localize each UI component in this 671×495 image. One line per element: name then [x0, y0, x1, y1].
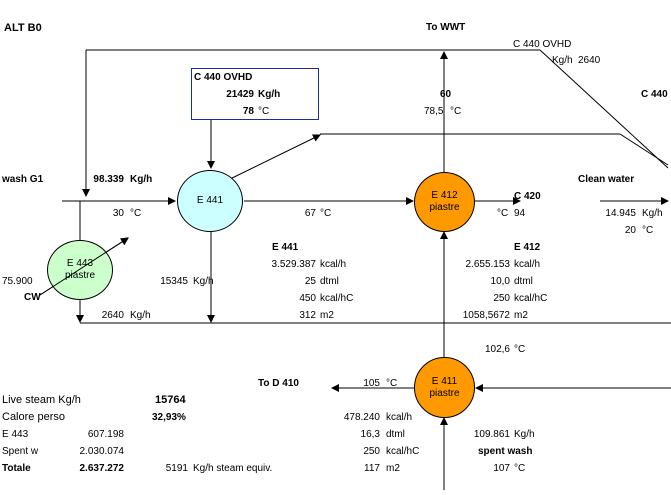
e443-flow: 15345: [160, 276, 188, 287]
wwt-temp: 60: [440, 89, 452, 100]
clean-temp-unit: °C: [642, 225, 654, 236]
e441-exchanger: E 441: [177, 170, 243, 232]
d410-temp-unit: °C: [386, 378, 398, 389]
e412-label: E 412: [431, 190, 458, 201]
cw-label: CW: [24, 292, 41, 303]
c440-box-title: C 440 OVHD: [194, 72, 253, 83]
wash-temp: 30: [112, 208, 124, 219]
e411-area: 117: [364, 463, 380, 474]
e441-u-unit: kcal/hC: [320, 293, 354, 304]
to-wwt-label: To WWT: [426, 22, 466, 33]
e412-duty: 2.655.153: [465, 259, 511, 270]
e411-dtml: 16,3: [360, 429, 380, 440]
e441-table-header: E 441: [272, 242, 299, 253]
wash-g1-label: wash G1: [2, 174, 44, 185]
e441-duty-unit: kcal/h: [320, 259, 347, 270]
c440-ovhd-top-label: C 440 OVHD: [513, 39, 572, 50]
e412-u-unit: kcal/hC: [514, 293, 548, 304]
e441-area-unit: m2: [320, 310, 334, 321]
flow-2640-top: 2640: [578, 55, 601, 66]
e411-top-temp: 102,6: [484, 344, 510, 355]
steam-equiv-value: 5191: [165, 463, 188, 474]
e411-duty: 478.240: [343, 412, 380, 423]
c440-ovhd-box: [191, 68, 319, 120]
e412-sublabel: piastre: [429, 202, 460, 213]
e412-exchanger: E 412 piastre: [414, 172, 475, 232]
e411-label: E 411: [431, 375, 458, 387]
d410-temp: 105: [363, 378, 380, 389]
to-d410-label: To D 410: [258, 378, 299, 389]
c440-right-label: C 440: [641, 89, 668, 100]
live-steam-label: Live steam Kg/h: [2, 394, 81, 406]
e411-area-unit: m2: [386, 463, 400, 474]
spent-temp-unit: °C: [514, 463, 526, 474]
spent-flow: 109.861: [473, 429, 510, 440]
top-return-line: [539, 49, 669, 169]
spent-w-value: 2.030.074: [79, 446, 125, 457]
e441-label: E 441: [196, 195, 224, 206]
diagram-title: ALT B0: [4, 22, 42, 34]
e411-u-unit: kcal/hC: [386, 446, 420, 457]
calore-perso-value: 32,93%: [152, 412, 186, 423]
e412-dtml-unit: dtml: [514, 276, 533, 287]
clean-water-label: Clean water: [578, 174, 635, 185]
e443-flow-unit: Kg/h: [193, 276, 214, 287]
spent-flow-unit: Kg/h: [514, 429, 535, 440]
calore-perso-label: Calore perso: [2, 411, 65, 423]
e412-area-unit: m2: [514, 310, 528, 321]
e441-vent-diag: [227, 134, 321, 181]
e411-dtml-unit: dtml: [386, 429, 405, 440]
c440-box-temp: 78: [242, 106, 254, 117]
e441-dtml: 25: [304, 276, 316, 287]
e412-outlet-temp: 78,5: [424, 106, 444, 117]
wash-flow-unit: Kg/h: [130, 174, 153, 185]
e412-outlet-temp-unit: °C: [450, 106, 462, 117]
e441-u: 450: [299, 293, 316, 304]
e412-duty-unit: kcal/h: [514, 259, 541, 270]
e412-u: 250: [493, 293, 510, 304]
e441-area: 312: [299, 310, 316, 321]
e412-area: 1058,5672: [462, 310, 510, 321]
wash-temp-unit: °C: [130, 208, 142, 219]
c440-box-temp-unit: °C: [258, 106, 270, 117]
bottom-flow-2640-unit: Kg/h: [130, 310, 151, 321]
e412-temp: 94: [514, 208, 526, 219]
mid-temp-unit: °C: [320, 208, 332, 219]
spent-w-label: Spent w: [2, 446, 39, 457]
live-steam-value: 15764: [155, 394, 186, 406]
mid-temp: 67: [304, 208, 316, 219]
c420-label: C 420: [514, 191, 541, 202]
e411-sublabel: piastre: [429, 387, 460, 399]
clean-temp: 20: [624, 225, 636, 236]
wash-flow: 98.339: [93, 174, 124, 185]
e443-summary-value: 607.198: [87, 429, 124, 440]
e441-duty: 3.529.387: [271, 259, 317, 270]
e443-exchanger: E 443 piastre: [47, 240, 113, 300]
kgh-top-unit: Kg/h: [552, 55, 573, 66]
left-flow-75900: 75.900: [2, 276, 33, 287]
e411-top-temp-unit: °C: [514, 344, 526, 355]
e411-duty-unit: kcal/h: [386, 412, 413, 423]
e411-u: 250: [363, 446, 380, 457]
spent-temp: 107: [493, 463, 510, 474]
e412-table-header: E 412: [514, 242, 541, 253]
e411-exchanger: E 411 piastre: [414, 357, 475, 418]
e412-temp-unit: °C: [497, 208, 509, 219]
e441-dtml-unit: dtml: [320, 276, 339, 287]
clean-flow-unit: Kg/h: [642, 208, 663, 219]
c440-box-flow-unit: Kg/h: [258, 89, 281, 100]
totale-value: 2.637.272: [79, 463, 125, 474]
e443-sublabel: piastre: [64, 270, 95, 281]
totale-label: Totale: [2, 463, 31, 474]
e443-label: E 443: [66, 258, 94, 269]
e412-dtml: 10,0: [490, 276, 510, 287]
bottom-flow-2640: 2640: [101, 310, 124, 321]
clean-flow: 14.945: [605, 208, 636, 219]
steam-equiv-label: Kg/h steam equiv.: [193, 463, 273, 474]
spent-wash-label: spent wash: [478, 446, 533, 457]
e443-summary-label: E 443: [2, 429, 29, 440]
c440-box-flow: 21429: [226, 89, 254, 100]
c440-right-diag: [619, 133, 669, 166]
